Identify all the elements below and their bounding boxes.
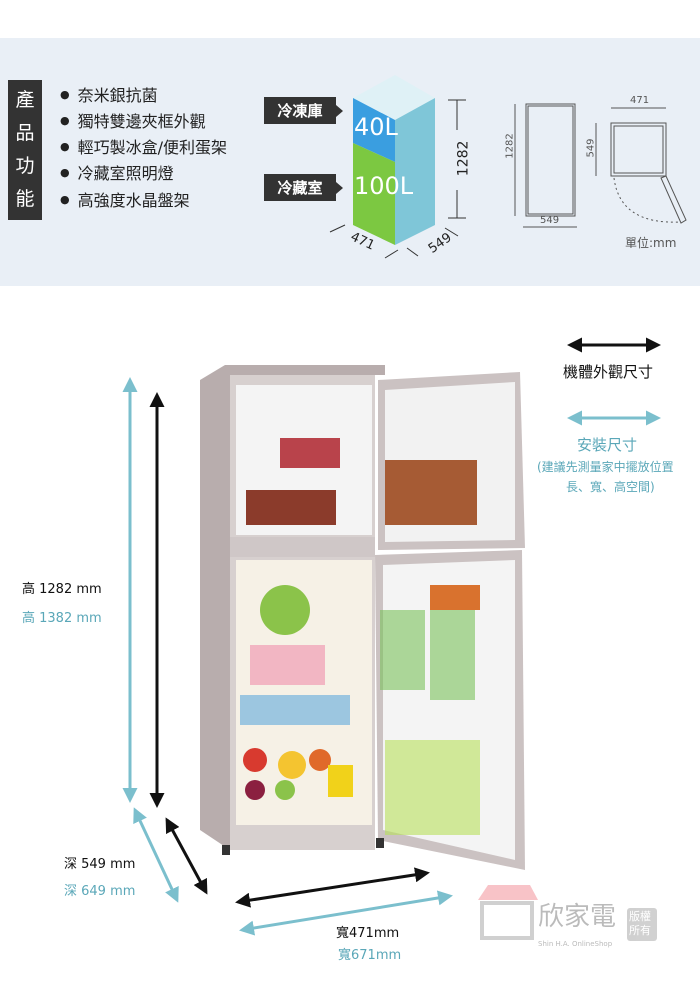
width-body-label: 寬471mm <box>336 926 400 941</box>
fridge-volume: 100L <box>354 172 414 200</box>
title-char: 能 <box>15 188 35 211</box>
side-height: 1282 <box>504 133 516 159</box>
freezer-label: 冷凍庫 <box>264 97 343 124</box>
watermark-brand: 欣家電 <box>538 902 617 932</box>
side-depth: 549 <box>540 215 560 226</box>
fridge-label: 冷藏室 <box>264 174 343 201</box>
feature-item: 獨特雙邊夾框外觀 <box>60 112 206 131</box>
refrigerator-photo <box>200 365 525 870</box>
top-width: 471 <box>630 95 650 106</box>
legend-install-note: (建議先測量家中擺放位置 <box>537 460 674 474</box>
cube-dimension-lines <box>329 99 466 259</box>
width-install-arrow <box>239 890 453 936</box>
cube-height: 1282 <box>455 140 472 177</box>
legend-install-label: 安裝尺寸 <box>577 436 638 454</box>
legend-body-label: 機體外觀尺寸 <box>563 363 654 381</box>
title-char: 產 <box>15 89 35 112</box>
legend-install-note: 長、寬、高空間) <box>566 480 655 494</box>
top-view-drawing <box>595 107 687 224</box>
side-view-drawing <box>514 103 577 228</box>
depth-body-label: 深 549 mm <box>64 857 136 872</box>
title-char: 功 <box>15 155 35 178</box>
feature-item: 輕巧製冰盒/便利蛋架 <box>60 138 227 157</box>
features-title-box: 產 品 功 能 <box>8 80 42 220</box>
height-install-label: 高 1382 mm <box>22 611 102 626</box>
depth-body-arrow <box>165 817 208 895</box>
title-char: 品 <box>15 122 35 145</box>
spec-banner <box>0 38 700 286</box>
width-install-label: 寬671mm <box>338 948 402 963</box>
depth-install-arrow <box>133 807 179 903</box>
freezer-volume: 40L <box>354 113 398 141</box>
top-depth: 549 <box>585 138 597 158</box>
feature-item: 高強度水晶盤架 <box>60 191 190 210</box>
watermark-stamp: 版權所有 <box>629 910 651 937</box>
feature-item: 冷藏室照明燈 <box>60 164 174 183</box>
watermark-sub: Shin H.A. OnlineShop <box>538 940 613 948</box>
unit-label: 單位:mm <box>625 236 677 250</box>
width-body-arrow <box>235 867 430 908</box>
depth-install-label: 深 649 mm <box>64 884 136 899</box>
capacity-cube <box>353 75 435 245</box>
watermark-logo <box>478 885 657 941</box>
height-body-label: 高 1282 mm <box>22 582 102 597</box>
feature-item: 奈米銀抗菌 <box>60 86 158 105</box>
